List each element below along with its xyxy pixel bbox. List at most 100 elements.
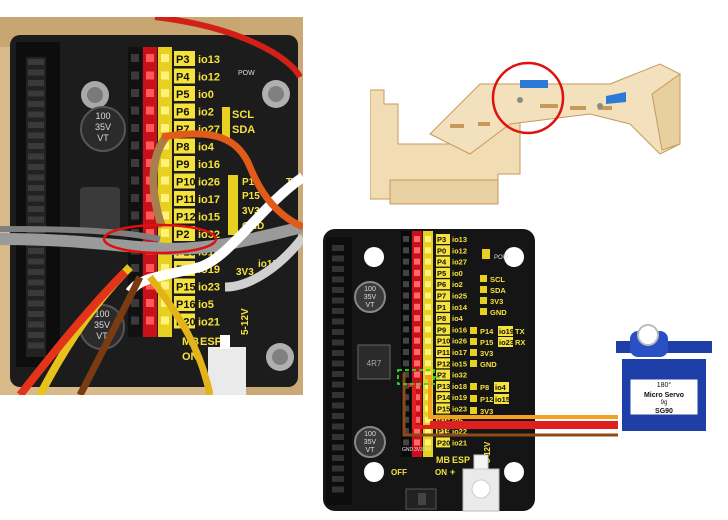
io-label: io14 [452,303,468,312]
header-pin [425,292,431,299]
svg-text:9g: 9g [661,400,668,406]
io-label: io16 [198,159,220,171]
io-label: io5 [198,299,214,311]
header-pin [161,159,169,167]
edge-finger [28,269,44,275]
pin-label: P16 [176,299,196,311]
svg-text:100: 100 [95,111,110,121]
edge-finger [28,122,44,128]
io-label: io5 [452,416,463,425]
svg-text:100: 100 [94,309,109,319]
pin-label: P10 [176,177,196,189]
io-label: io21 [198,317,220,329]
servo-icon [606,92,626,104]
header-pin [403,416,409,423]
header-pin [403,292,409,299]
header-pin [131,194,139,202]
header-pin [146,124,154,132]
header-pin [131,89,139,97]
header-pin [414,247,420,254]
edge-finger [332,276,344,283]
header-pin [131,71,139,80]
header-pin [403,382,409,389]
svg-text:5-12V: 5-12V [240,308,251,335]
header-pin [403,247,409,254]
svg-text:ON: ON [435,468,447,477]
edge-finger [332,486,344,493]
svg-text:5V: 5V [425,447,432,453]
header-pin [414,303,420,310]
edge-finger [28,279,44,286]
edge-finger [332,423,344,430]
edge-finger [332,455,344,461]
io-label: io26 [198,177,220,189]
extra-pin-label: P8 [480,383,489,392]
edge-finger [332,297,344,304]
edge-finger [332,413,344,419]
header-pin [131,106,139,115]
wire-orange [425,375,618,419]
highlight-circle [491,61,565,135]
svg-text:100: 100 [364,431,376,438]
svg-text:GND: GND [402,447,414,453]
io-label: io23 [452,405,467,414]
pin-label: P10 [437,337,450,346]
mount-hole [364,462,384,482]
svg-text:100: 100 [364,286,376,293]
header-pin [470,360,477,367]
edge-finger [28,164,44,170]
header-pin [403,315,409,322]
header-pin [414,416,420,423]
pin-label: P19 [437,427,450,436]
svg-text:35V: 35V [364,439,377,446]
header-pin [403,428,409,435]
pin-label: P4 [176,72,190,84]
edge-finger [28,132,44,139]
header-pin [161,89,169,97]
header-pin [403,360,409,367]
header-pin [161,124,169,132]
header-pin [146,54,154,62]
svg-text:SCL: SCL [232,109,254,121]
header-pin [403,281,409,288]
io-label: io12 [452,246,467,255]
header-pin [425,315,431,322]
header-pin [414,360,420,367]
capacitor [80,106,126,152]
header-pin [414,405,420,412]
edge-finger [28,185,44,191]
header-pin [470,407,477,414]
pin-label: P2 [176,229,189,241]
io-label: io23 [198,282,220,294]
header-pin [414,326,420,333]
pin-label: P15 [176,282,196,294]
edge-finger [28,321,44,328]
header-pin [425,269,431,276]
svg-text:35V: 35V [364,294,377,301]
io-label: io4 [452,314,464,323]
svg-text:POW: POW [238,70,255,77]
pin-label: P15 [437,405,450,414]
svg-text:5-12V: 5-12V [483,441,492,463]
header-pin [414,292,420,299]
inductor [357,344,391,380]
io-label: io0 [198,89,214,101]
edge-finger [28,290,44,296]
svg-text:P14: P14 [242,177,260,188]
svg-text:P15: P15 [242,191,260,202]
edge-finger [28,216,44,223]
io-label: io19 [452,393,467,402]
header-pin [414,337,420,344]
io-label: io26 [452,337,467,346]
header-pin [414,349,420,355]
svg-text:35V: 35V [95,122,111,132]
header-pin [146,159,154,167]
io-label: io13 [198,54,220,66]
io-label: io0 [452,269,463,278]
header-pin [480,297,487,304]
edge-finger [332,476,344,482]
header-pin [131,316,139,325]
capacitor [354,426,386,458]
header-pin [425,349,431,355]
header-pin [161,211,169,220]
